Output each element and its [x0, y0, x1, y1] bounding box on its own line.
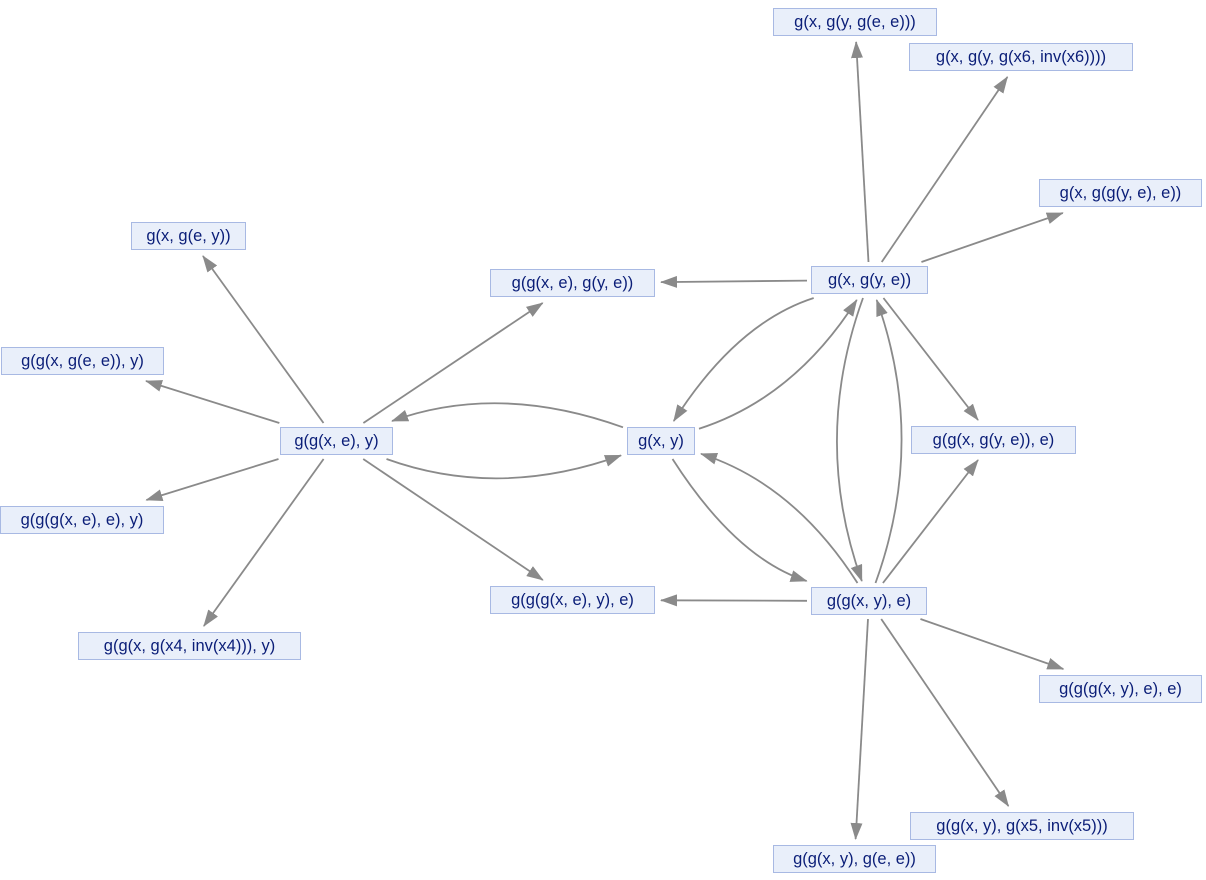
node-g-g-x-e-g-y-e[interactable]: g(g(x, e), g(y, e))	[490, 269, 655, 297]
node-g-x-g-y-g-e-e[interactable]: g(x, g(y, g(e, e)))	[773, 8, 937, 36]
edge-n_ggxy_e-to-n_gx_gye	[874, 299, 903, 584]
edge-n_ggxy_e-to-n_ggx_gye_e	[882, 459, 979, 584]
edge-n_gx_gye-to-n_ggx_gye_e	[882, 297, 979, 421]
edge-n_gx_gye-to-n_ggxe_gye	[660, 275, 808, 288]
edge-n_gxy-to-n_ggxy_e	[671, 458, 808, 582]
edge-n_ggxe_y-to-n_gx_gey	[202, 255, 325, 424]
edge-n_gx_gye-to-n_gx_gy_gee	[851, 41, 870, 263]
edge-n_gx_gye-to-n_ggxy_e	[836, 297, 864, 582]
node-g-g-x-g-y-e-e[interactable]: g(g(x, g(y, e)), e)	[911, 426, 1076, 454]
node-g-g-x-y-e[interactable]: g(g(x, y), e)	[811, 587, 927, 615]
edge-n_ggxe_y-to-n_gggxe_e_y	[145, 458, 279, 501]
node-g-x-g-g-y-e-e[interactable]: g(x, g(g(y, e), e))	[1039, 179, 1202, 207]
node-g-g-x-g-e-e-y[interactable]: g(g(x, g(e, e)), y)	[1, 347, 164, 375]
node-g-g-g-x-e-e-y[interactable]: g(g(g(x, e), e), y)	[0, 506, 164, 534]
node-g-x-y[interactable]: g(x, y)	[627, 427, 695, 455]
edge-n_ggxe_y-to-n_ggx_gee_y	[145, 380, 280, 424]
node-g-x-g-e-y[interactable]: g(x, g(e, y))	[131, 222, 246, 250]
edge-n_ggxy_e-to-n_gggxy_e_e	[920, 618, 1065, 670]
node-g-g-x-e-y[interactable]: g(g(x, e), y)	[280, 427, 393, 455]
edge-n_ggxy_e-to-n_gxy	[700, 452, 859, 584]
edge-n_ggxe_y-to-n_gxy	[386, 454, 622, 480]
edge-n_gxy-to-n_gx_gye	[698, 299, 858, 430]
node-g-g-g-x-y-e-e[interactable]: g(g(g(x, y), e), e)	[1039, 675, 1202, 703]
node-g-x-g-y-e[interactable]: g(x, g(y, e))	[811, 266, 928, 294]
edge-n_gx_gye-to-n_gx_gy_gx6	[880, 76, 1009, 263]
node-g-x-g-y-g-x6-inv-x6[interactable]: g(x, g(y, g(x6, inv(x6))))	[909, 43, 1133, 71]
node-g-g-x-g-x4-inv-x4-y[interactable]: g(g(x, g(x4, inv(x4))), y)	[78, 632, 301, 660]
edge-n_ggxy_e-to-n_ggxy_gx5	[880, 618, 1010, 807]
node-g-g-x-y-g-e-e[interactable]: g(g(x, y), g(e, e))	[773, 845, 936, 873]
edge-n_gxy-to-n_ggxe_y	[391, 402, 624, 429]
edge-n_ggxe_y-to-n_gggxe_y_e	[362, 458, 544, 581]
edge-n_ggxe_y-to-n_ggxe_gye	[362, 302, 544, 424]
edge-n_gx_gye-to-n_gx_ggye_e	[921, 212, 1064, 263]
edge-n_gx_gye-to-n_gxy	[672, 297, 814, 422]
node-g-g-g-x-e-y-e[interactable]: g(g(g(x, e), y), e)	[490, 586, 655, 614]
edge-n_ggxe_y-to-n_ggx_gx4_y	[203, 458, 325, 627]
edge-n_ggxy_e-to-n_ggxy_gee	[850, 618, 869, 840]
node-g-g-x-y-g-x5-inv-x5[interactable]: g(g(x, y), g(x5, inv(x5)))	[910, 812, 1134, 840]
